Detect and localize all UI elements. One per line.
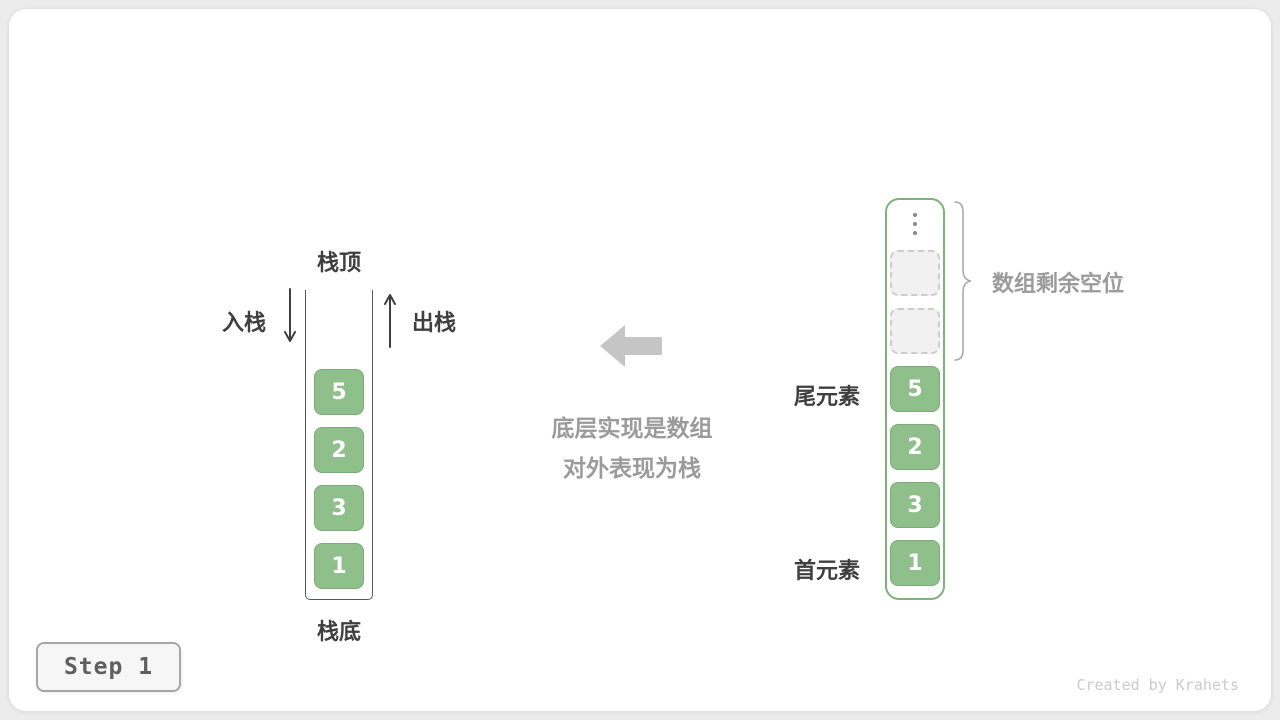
annotation-text: 底层实现是数组 对外表现为栈 (552, 409, 713, 489)
head-element-label: 首元素 (793, 559, 860, 584)
array-empty-slot (890, 308, 940, 354)
pop-label: 出栈 (411, 311, 457, 336)
remaining-slots-label: 数组剩余空位 (992, 272, 1125, 297)
stack-cell: 3 (314, 485, 364, 531)
pop-arrow-icon (384, 294, 396, 348)
brace-icon (954, 201, 972, 361)
tail-element-label: 尾元素 (793, 385, 860, 410)
array-cell: 1 (890, 540, 940, 586)
stack-top-label: 栈顶 (316, 251, 362, 276)
array-empty-slot (890, 250, 940, 296)
stack-cell: 1 (314, 543, 364, 589)
figure-card (8, 8, 1272, 712)
stack-container: 5 2 3 1 (305, 290, 373, 600)
step-badge-label: Step 1 (63, 654, 154, 680)
annotation-line-1: 底层实现是数组 (551, 416, 713, 442)
push-arrow-icon (284, 288, 296, 342)
array-container: 5 2 3 1 (885, 198, 945, 600)
credit-text: Created by Krahets (1076, 676, 1239, 694)
array-cell: 2 (890, 424, 940, 470)
push-label: 入栈 (221, 311, 267, 336)
stack-bottom-label: 栈底 (316, 620, 362, 645)
ellipsis-icon (913, 210, 917, 238)
stack-cell: 2 (314, 427, 364, 473)
stack-cell: 5 (314, 369, 364, 415)
step-badge: Step 1 (36, 642, 181, 692)
array-cell: 5 (890, 366, 940, 412)
array-cell: 3 (890, 482, 940, 528)
transform-arrow-icon (600, 325, 662, 367)
annotation-line-2: 对外表现为栈 (563, 456, 701, 482)
